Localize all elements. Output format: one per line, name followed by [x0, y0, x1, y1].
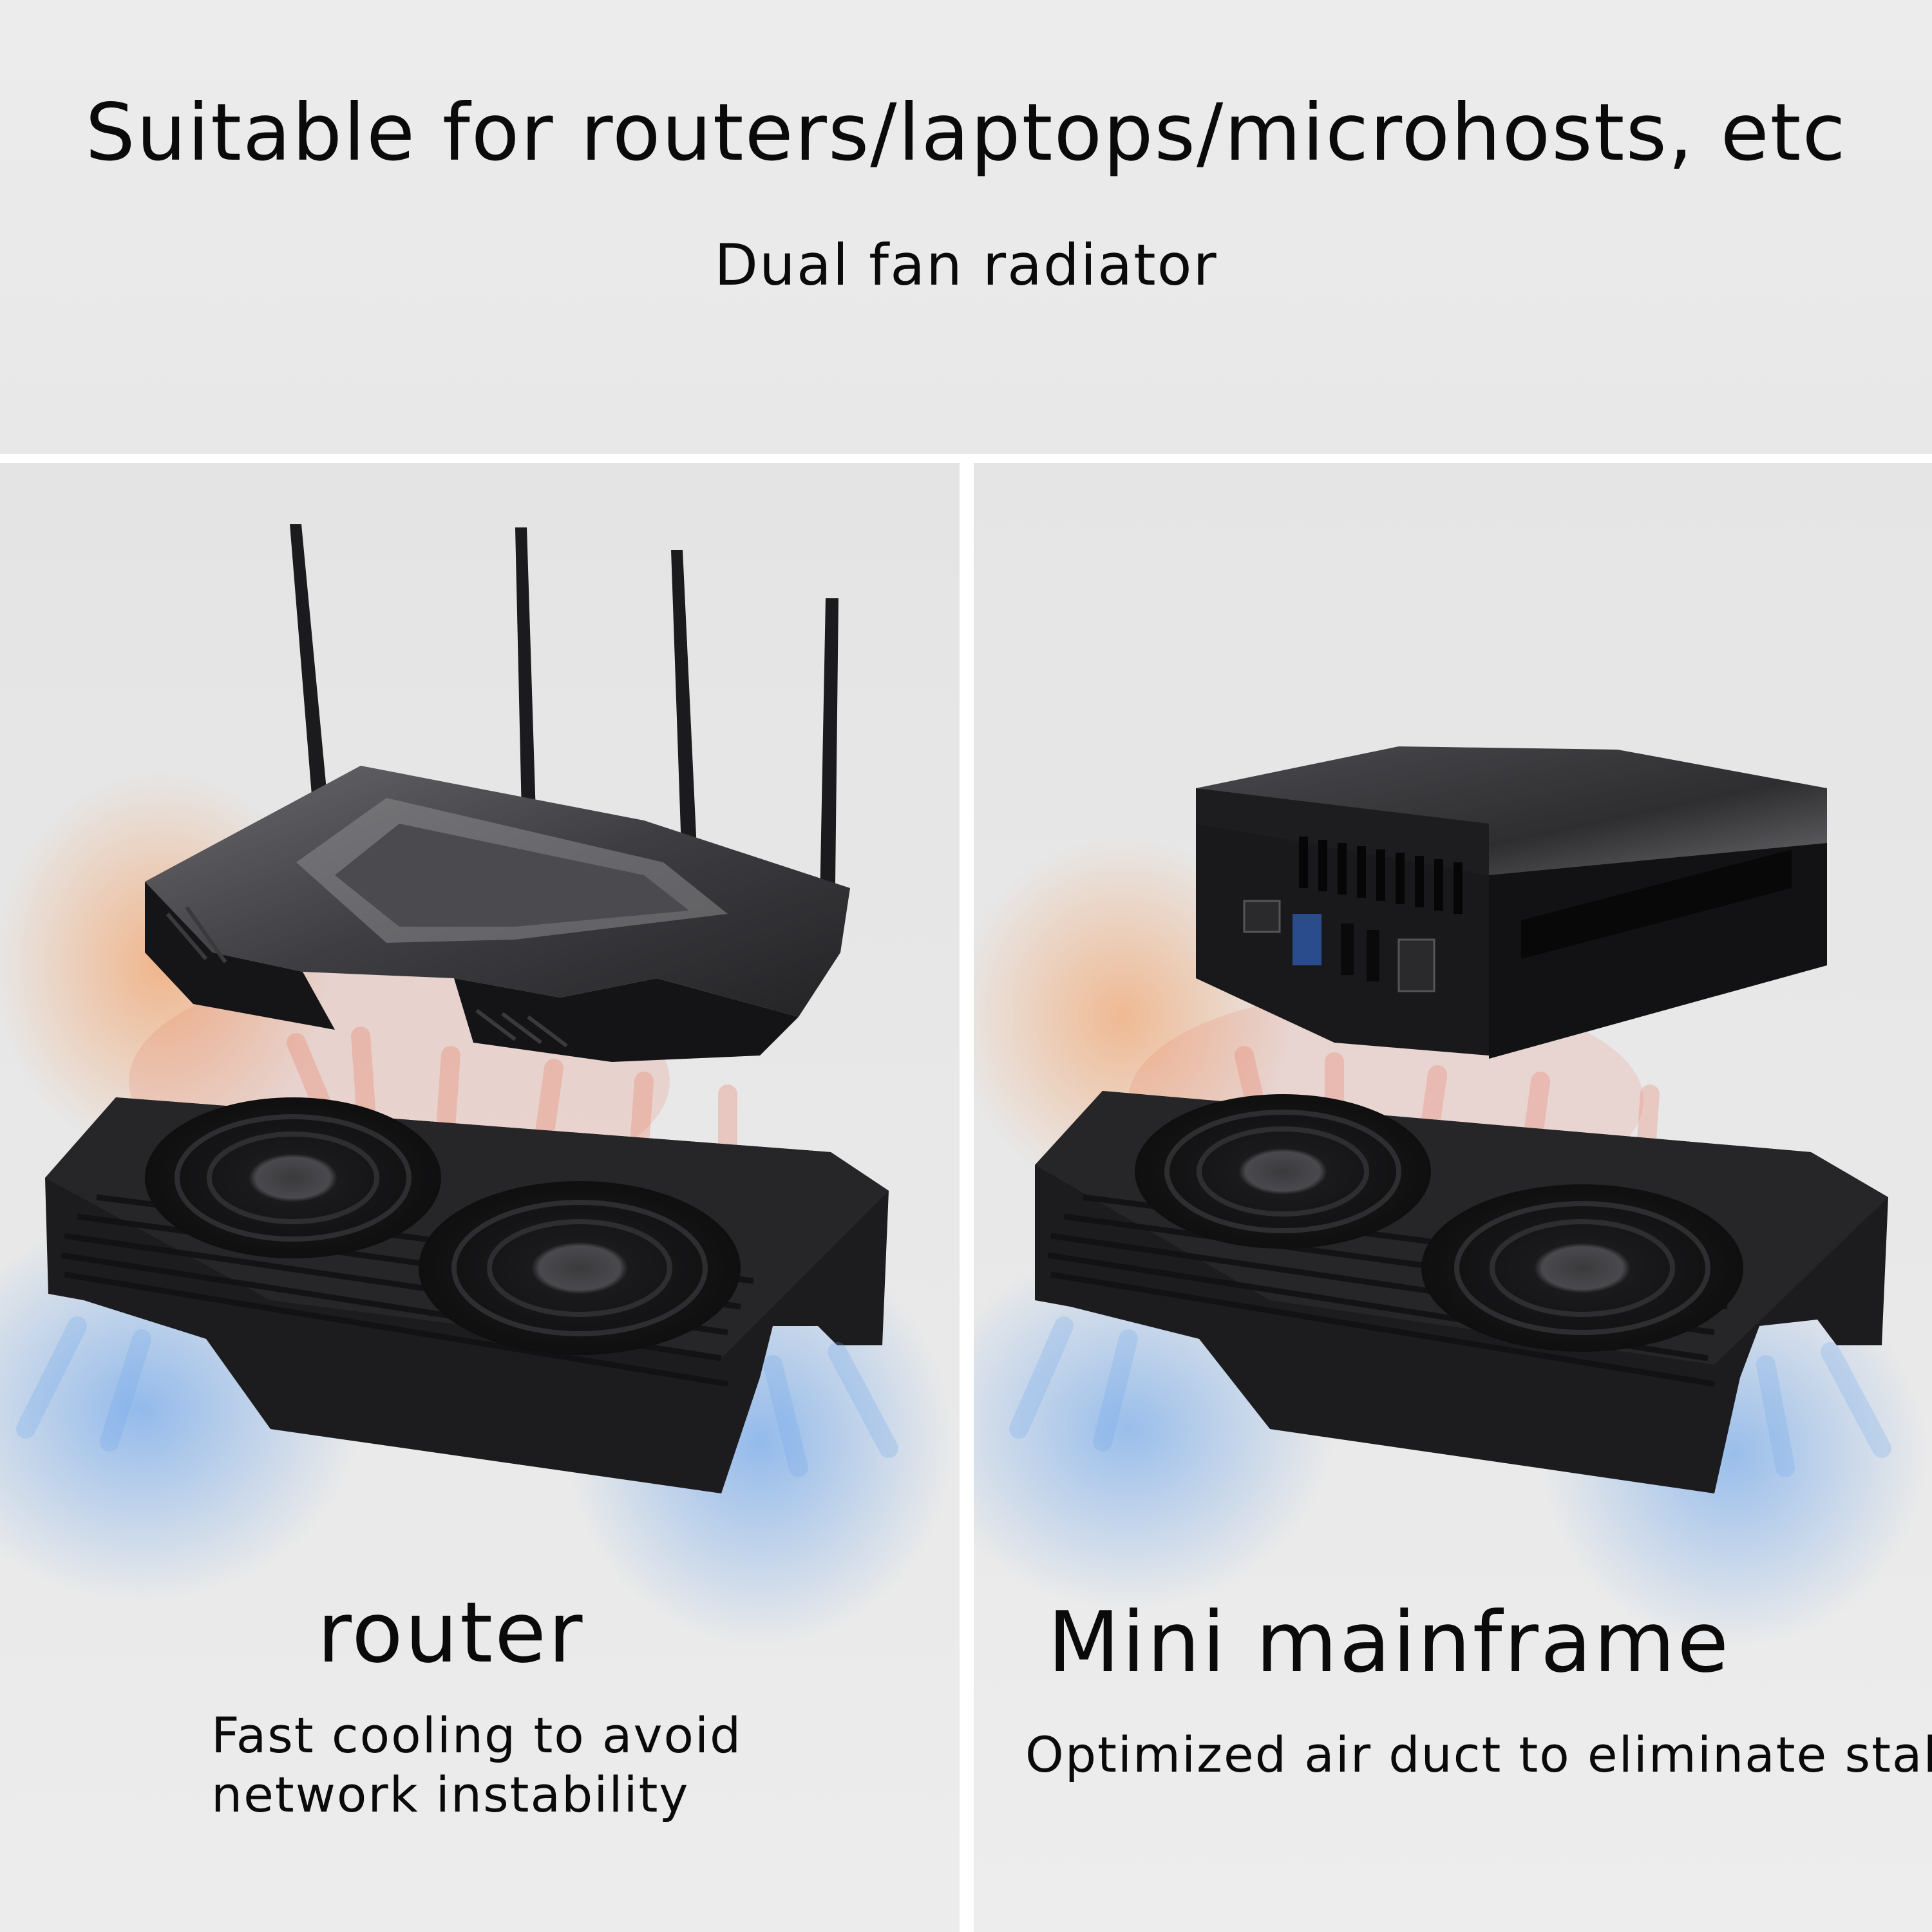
fan-right-icon: [419, 1181, 741, 1355]
page-title: Suitable for routers/laptops/microhosts,…: [85, 87, 1847, 178]
cool-airflow-streaks: [16, 1316, 898, 1477]
io-ports: [1243, 900, 1435, 992]
dual-fan-cooler-icon: [1035, 1091, 1888, 1493]
dual-fan-cooler-icon: [45, 1097, 889, 1493]
mini-pc-icon: [1196, 746, 1827, 1059]
fan-left-icon: [1135, 1094, 1431, 1249]
mini-mainframe-panel: Mini mainframe Optimized air duct to eli…: [974, 463, 1932, 1932]
router-description-line2: network instability: [211, 1766, 690, 1823]
header-banner: [0, 0, 1932, 454]
fan-left-icon: [145, 1097, 441, 1258]
horizontal-divider: [0, 454, 1932, 463]
fan-right-icon: [1421, 1184, 1743, 1352]
vertical-divider: [960, 463, 974, 1932]
router-description: Fast cooling to avoid network instabilit…: [211, 1706, 945, 1824]
mini-mainframe-heading: Mini mainframe: [1047, 1593, 1731, 1691]
mini-mainframe-description: Optimized air duct to eliminate stall: [1025, 1726, 1932, 1783]
router-description-line1: Fast cooling to avoid: [211, 1707, 743, 1764]
vent-slots: [1299, 837, 1463, 914]
router-cooling-illustration: [0, 524, 953, 1648]
mini-pc-cooling-illustration: [974, 746, 1927, 1648]
router-panel: router Fast cooling to avoid network ins…: [0, 463, 960, 1932]
page-subtitle: Dual fan radiator: [714, 232, 1218, 298]
router-icon: [145, 766, 850, 1062]
router-antennas: [290, 524, 838, 940]
cool-airflow-streaks: [1009, 1316, 1891, 1477]
router-heading: router: [317, 1584, 585, 1681]
